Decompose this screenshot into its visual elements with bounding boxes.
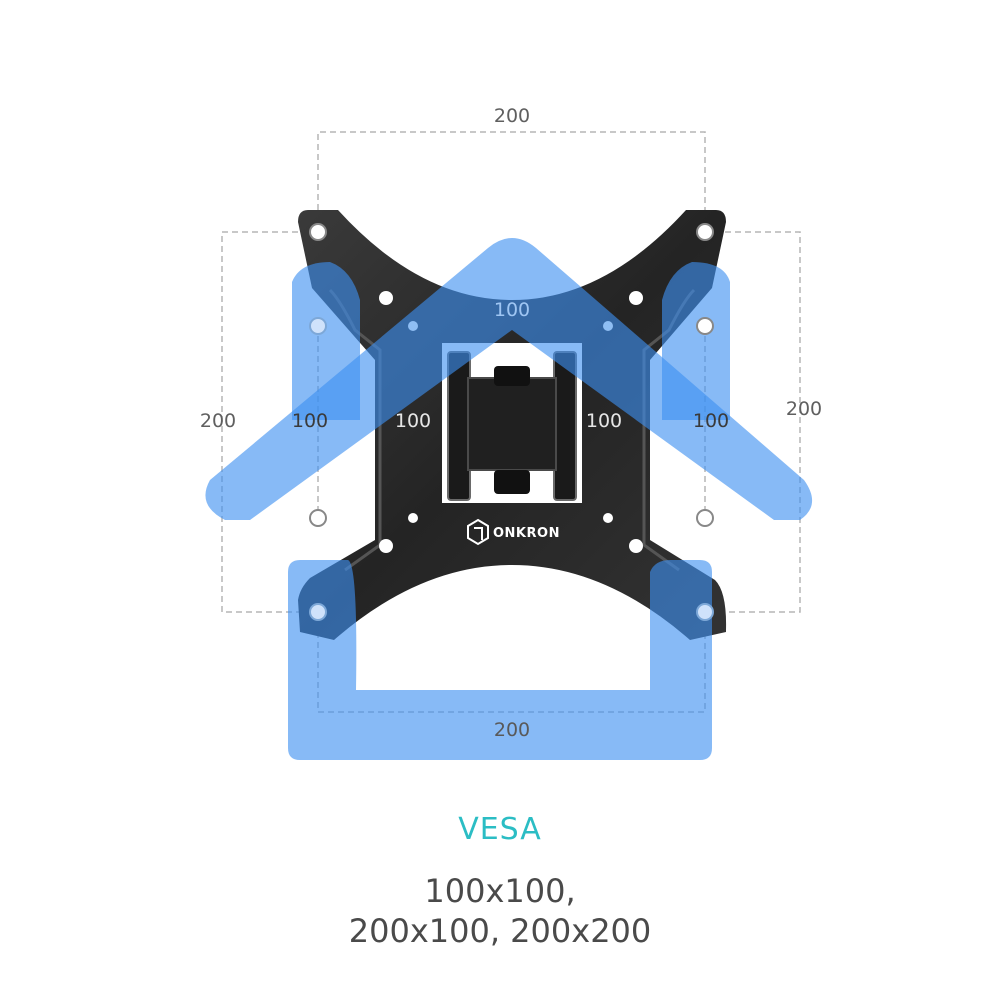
onkron-hexagon-icon (467, 518, 489, 546)
tilt-knob-top (494, 366, 530, 386)
hole-plate-upper-right (629, 291, 643, 305)
dim-top-200: 200 (494, 105, 530, 127)
left-upright-overlay (292, 262, 360, 420)
hole-100-bottom-right (603, 513, 613, 523)
right-200-guide (705, 231, 801, 613)
vesa-title: VESA (458, 812, 542, 847)
mounting-holes (309, 223, 714, 621)
center-bracket-plate (467, 377, 557, 471)
hole-200-bottom-right (696, 603, 714, 621)
dim-inner-left-100: 100 (395, 410, 431, 432)
hole-100-top-left (408, 321, 418, 331)
dim-inner-right-100: 100 (586, 410, 622, 432)
left-200-guide (221, 231, 318, 613)
chevron-overlay (205, 238, 813, 520)
right-upright-overlay (662, 262, 730, 420)
dim-inner-top-100: 100 (494, 299, 530, 321)
dim-bottom-200: 200 (494, 719, 530, 741)
center-bracket-right-arm (553, 351, 577, 501)
center-bracket-left-arm (447, 351, 471, 501)
dim-right-200: 200 (786, 398, 822, 420)
dim-side-right-100: 100 (693, 410, 729, 432)
u-frame-overlay (288, 560, 712, 760)
vesa-sizes-line-2: 200x100, 200x200 (348, 912, 652, 950)
hole-side-right-top (696, 317, 714, 335)
blue-overlays (205, 238, 813, 760)
hole-side-right-bottom (696, 509, 714, 527)
hole-plate-upper-left (379, 291, 393, 305)
hole-side-left-bottom (309, 509, 327, 527)
hole-200-top-left (309, 223, 327, 241)
dim-left-200: 200 (200, 410, 236, 432)
brand-name: ONKRON (493, 526, 560, 541)
hole-200-top-right (696, 223, 714, 241)
brand-logo: ONKRON (467, 518, 560, 546)
hole-100-top-right (603, 321, 613, 331)
tilt-knob-bottom (494, 470, 530, 494)
hole-100-bottom-left (408, 513, 418, 523)
dim-side-left-100: 100 (292, 410, 328, 432)
hole-side-left-top (309, 317, 327, 335)
hole-plate-lower-left (379, 539, 393, 553)
dimension-labels: 200 200 200 200 100 100 100 100 100 (200, 105, 822, 741)
hole-plate-lower-right (629, 539, 643, 553)
vesa-sizes-line-1: 100x100, (424, 872, 576, 910)
top-200-guide (317, 131, 706, 230)
hole-200-bottom-left (309, 603, 327, 621)
